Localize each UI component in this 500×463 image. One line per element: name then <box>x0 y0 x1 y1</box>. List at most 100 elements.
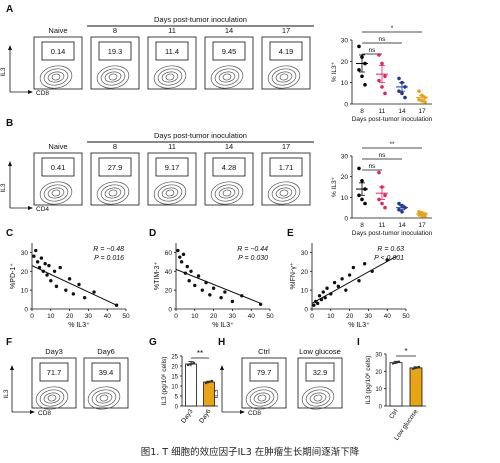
data-point <box>360 74 364 79</box>
timecourse-header: Days post-tumor inoculation <box>154 131 247 140</box>
data-point <box>34 248 38 253</box>
contour-ring <box>39 389 65 407</box>
data-point <box>208 380 212 383</box>
data-point <box>383 205 387 210</box>
arrow-head-icon <box>28 90 33 94</box>
x-tick-label: 20 <box>66 313 74 320</box>
panel-letter-F: F <box>6 337 12 348</box>
data-point <box>391 362 395 365</box>
contour-ring <box>275 187 293 199</box>
significance-label: ns <box>379 152 387 159</box>
contour-ring <box>271 184 297 202</box>
x-tick-label: 17 <box>418 222 426 229</box>
y-tick-label: 0 <box>24 307 28 314</box>
contour-ring <box>87 386 121 410</box>
x-axis-title: % IL3⁺ <box>348 322 370 329</box>
data-point <box>344 288 348 292</box>
y-tick-label: 0 <box>168 307 172 314</box>
sample-label: Low glucose <box>299 347 341 356</box>
correlation-r: R = −0.48 <box>93 246 124 253</box>
contour-ring <box>47 71 65 83</box>
gate-percentage: 79.7 <box>257 368 272 377</box>
sample-label: 11 <box>168 142 176 151</box>
bar <box>409 367 423 407</box>
x-tick-label: 0 <box>310 313 314 320</box>
data-point <box>377 53 381 57</box>
data-point <box>383 91 387 96</box>
x-axis-title: Days post-tumor inoculation <box>352 116 433 123</box>
y-axis-title: % IL3⁺ <box>331 176 338 197</box>
contour-ring <box>210 65 244 89</box>
y-tick-label: 20 <box>341 59 349 66</box>
data-point <box>58 265 62 270</box>
contour-ring <box>161 187 179 199</box>
gate-percentage: 39.4 <box>99 368 114 377</box>
data-point <box>423 100 427 104</box>
x-axis-label: CD8 <box>38 410 51 417</box>
data-point <box>380 85 384 89</box>
data-point <box>35 260 40 264</box>
contour-ring <box>51 73 61 81</box>
data-point <box>45 273 49 277</box>
y-axis-label: IL3 <box>3 389 10 398</box>
contour-ring <box>47 394 57 402</box>
y-tick-label: 10 <box>375 387 382 393</box>
data-point <box>186 363 190 367</box>
data-point <box>317 294 322 298</box>
data-point <box>403 95 407 100</box>
contour-ring <box>39 65 73 89</box>
x-axis-label: CD8 <box>248 410 261 417</box>
contour-population <box>267 181 301 205</box>
x-tick-label: 11 <box>379 108 386 115</box>
data-point <box>312 303 316 307</box>
contour-ring <box>43 392 61 404</box>
timecourse-header: Days post-tumor inoculation <box>154 15 247 24</box>
gate-box <box>155 41 189 61</box>
data-point <box>383 74 387 79</box>
data-point <box>413 366 417 370</box>
data-point <box>188 363 192 366</box>
contour-ring <box>271 68 297 86</box>
contour-ring <box>47 187 65 199</box>
sample-label: Ctrl <box>258 347 270 356</box>
gate-percentage: 27.9 <box>108 163 123 172</box>
significance-label: ns <box>379 36 387 43</box>
x-axis-title: % IL3⁺ <box>68 322 90 329</box>
contour-ring <box>157 68 183 86</box>
contour-ring <box>153 181 187 205</box>
x-tick-label: 17 <box>418 108 426 115</box>
data-point <box>400 91 404 96</box>
regression-line <box>175 268 261 304</box>
x-tick-label: 50 <box>122 313 130 320</box>
panel-letter-A: A <box>6 4 13 15</box>
contour-ring <box>249 389 275 407</box>
contour-population <box>39 181 73 205</box>
contour-ring <box>51 189 61 197</box>
x-tick-label: 10 <box>191 313 199 320</box>
contour-ring <box>245 386 279 410</box>
data-point <box>208 293 212 297</box>
arrow-head-icon <box>28 206 33 210</box>
panel-letter-D: D <box>149 228 156 239</box>
sample-label: 14 <box>225 26 233 35</box>
data-point <box>71 292 76 296</box>
contour-population <box>210 181 244 205</box>
x-tick-label: Day6 <box>198 408 213 425</box>
contour-ring <box>91 389 117 407</box>
gate-box <box>305 362 335 382</box>
data-point <box>52 269 57 273</box>
data-point <box>200 288 205 292</box>
contour-ring <box>35 386 69 410</box>
sample-label: Naive <box>48 142 67 151</box>
data-point <box>332 280 337 285</box>
correlation-p: P = 0.030 <box>238 255 268 262</box>
data-point <box>185 264 189 269</box>
y-tick-label: 5 <box>175 395 179 401</box>
bar <box>203 381 215 407</box>
flow-plot-frame <box>31 357 77 409</box>
arrow-head-icon <box>10 365 14 370</box>
y-tick-label: 20 <box>165 288 173 295</box>
y-tick-label: 10 <box>171 385 178 391</box>
contour-ring <box>305 389 331 407</box>
